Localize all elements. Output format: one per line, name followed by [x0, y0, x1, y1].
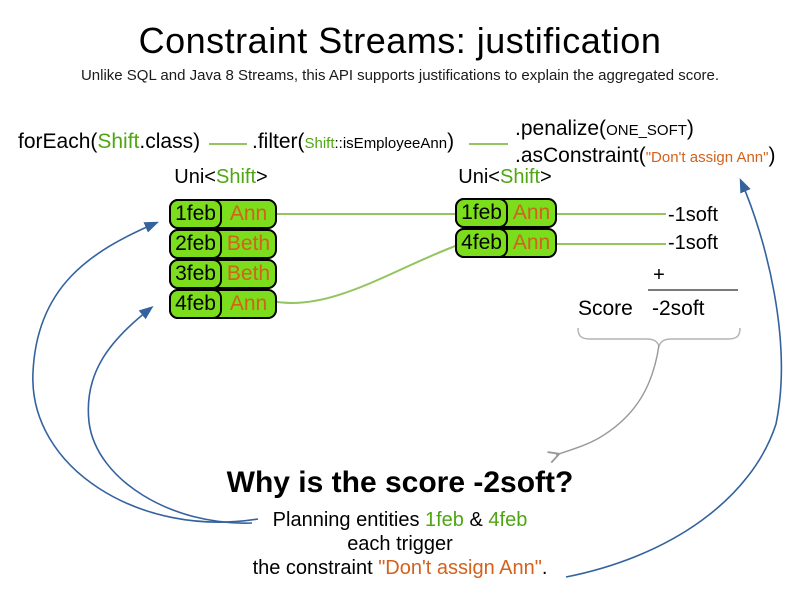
score-label: Score — [578, 297, 633, 320]
why-line-1: Planning entities 1feb & 4feb — [0, 508, 800, 532]
right-type-post: > — [540, 166, 552, 188]
right-stream-type-label: Uni<Shift> — [452, 166, 558, 189]
why-entity-4feb: 4feb — [488, 509, 528, 531]
code-filter-pre: .filter( — [252, 130, 305, 153]
code-foreach-class: Shift — [97, 130, 140, 153]
penalty-label-2: -1soft — [668, 232, 719, 254]
table-row: 2feb Beth — [169, 229, 277, 259]
why-line-3: the constraint "Don't assign Ann". — [0, 556, 800, 580]
page-title: Constraint Streams: justification — [138, 20, 662, 61]
code-asconstraint-pre: .asConstraint( — [515, 144, 646, 167]
why-heading: Why is the score -2soft? — [226, 466, 574, 499]
code-asconstraint-arg: "Don't assign Ann" — [645, 149, 769, 166]
shift-employee-cell: Ann — [512, 231, 551, 254]
code-penalize-pre: .penalize( — [515, 117, 607, 140]
code-filter: .filter(Shift::isEmployeeAnn) — [252, 130, 454, 154]
shift-employee-cell: Beth — [226, 232, 271, 255]
left-type-post: > — [256, 166, 268, 188]
shift-employee-cell: Ann — [229, 292, 268, 315]
plus-sign: + — [653, 264, 665, 286]
why-line1-pre: Planning entities — [272, 509, 425, 531]
code-filter-post: ) — [447, 130, 455, 153]
table-row: 4feb Ann — [169, 289, 277, 319]
shift-date-cell: 4feb — [169, 289, 222, 319]
left-type-name: Shift — [215, 166, 257, 188]
table-row: 1feb Ann — [169, 199, 277, 229]
table-row: 4feb Ann — [455, 228, 557, 258]
code-asconstraint-post: ) — [768, 144, 776, 167]
why-ampersand: & — [463, 509, 489, 531]
right-stream-table: 1feb Ann 4feb Ann — [455, 198, 557, 258]
right-type-pre: Uni< — [458, 166, 500, 188]
shift-date-cell: 2feb — [169, 229, 222, 259]
why-entity-1feb: 1feb — [425, 509, 464, 531]
code-filter-class: Shift — [304, 135, 335, 152]
left-stream-table: 1feb Ann 2feb Beth 3feb Beth 4feb Ann — [169, 199, 277, 319]
score-total: -2soft — [652, 297, 705, 320]
code-asconstraint: .asConstraint("Don't assign Ann") — [515, 144, 775, 168]
code-foreach: forEach(Shift.class) — [18, 130, 200, 154]
score-brace — [577, 327, 741, 349]
why-constraint-quote: "Don't assign Ann" — [378, 557, 542, 579]
page-subtitle: Unlike SQL and Java 8 Streams, this API … — [80, 67, 720, 84]
shift-date-cell: 4feb — [455, 228, 508, 258]
code-filter-method: ::isEmployeeAnn — [334, 135, 448, 152]
why-line3-pre: the constraint — [252, 557, 379, 579]
shift-employee-cell: Beth — [226, 262, 271, 285]
code-foreach-post: .class) — [139, 130, 201, 153]
why-line-2: each trigger — [347, 533, 453, 555]
score-to-why-arrow-icon — [556, 344, 660, 455]
code-penalize: .penalize(ONE_SOFT) — [515, 117, 694, 141]
shift-employee-cell: Ann — [512, 201, 551, 224]
shift-date-cell: 3feb — [169, 259, 222, 289]
code-foreach-pre: forEach( — [18, 130, 98, 153]
shift-employee-cell: Ann — [229, 202, 268, 225]
stream-line-4feb — [271, 244, 459, 304]
penalty-label-1: -1soft — [668, 204, 719, 226]
shift-date-cell: 1feb — [169, 199, 222, 229]
right-type-name: Shift — [499, 166, 541, 188]
table-row: 1feb Ann — [455, 198, 557, 228]
shift-date-cell: 1feb — [455, 198, 508, 228]
why-block: Why is the score -2soft? Planning entiti… — [0, 466, 800, 580]
code-penalize-post: ) — [686, 117, 694, 140]
code-penalize-arg: ONE_SOFT — [606, 122, 687, 139]
left-type-pre: Uni< — [174, 166, 216, 188]
table-row: 3feb Beth — [169, 259, 277, 289]
why-line3-post: . — [541, 557, 548, 579]
left-stream-type-label: Uni<Shift> — [168, 166, 274, 189]
